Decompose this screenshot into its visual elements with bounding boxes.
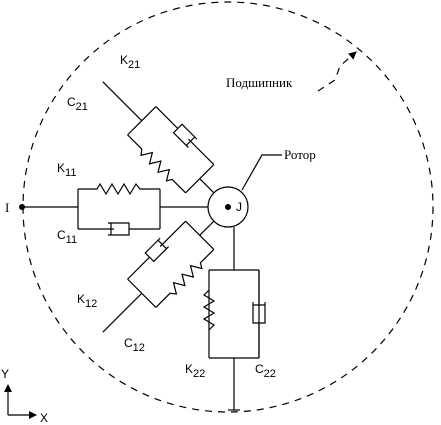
- y-axis-label: Y: [1, 367, 9, 381]
- c22-label: C22: [255, 362, 276, 380]
- ground-node-label: I: [5, 200, 9, 215]
- spring-damper-12: [102, 220, 215, 333]
- k22-label: K22: [185, 362, 205, 380]
- rotor-center-point: [225, 204, 231, 210]
- bearing-label: Подшипник: [226, 75, 293, 90]
- k11-label: K11: [57, 161, 76, 179]
- rotor-label: Ротор: [284, 147, 316, 162]
- k21-label: K21: [120, 53, 140, 71]
- rotor-leader-line: [241, 154, 282, 191]
- spring-damper-22: [202, 227, 266, 411]
- k12-label: K12: [77, 292, 97, 310]
- spring-damper-21: [102, 81, 215, 194]
- rotor-mass-label: J: [236, 200, 242, 214]
- c12-label: C12: [124, 336, 145, 354]
- x-axis-label: X: [40, 411, 48, 425]
- c21-label: C21: [67, 95, 88, 113]
- bearing-leader-arrow: [317, 51, 357, 92]
- c11-label: C11: [57, 228, 77, 246]
- spring-damper-11: [22, 182, 208, 236]
- ground-node-point: [19, 204, 25, 210]
